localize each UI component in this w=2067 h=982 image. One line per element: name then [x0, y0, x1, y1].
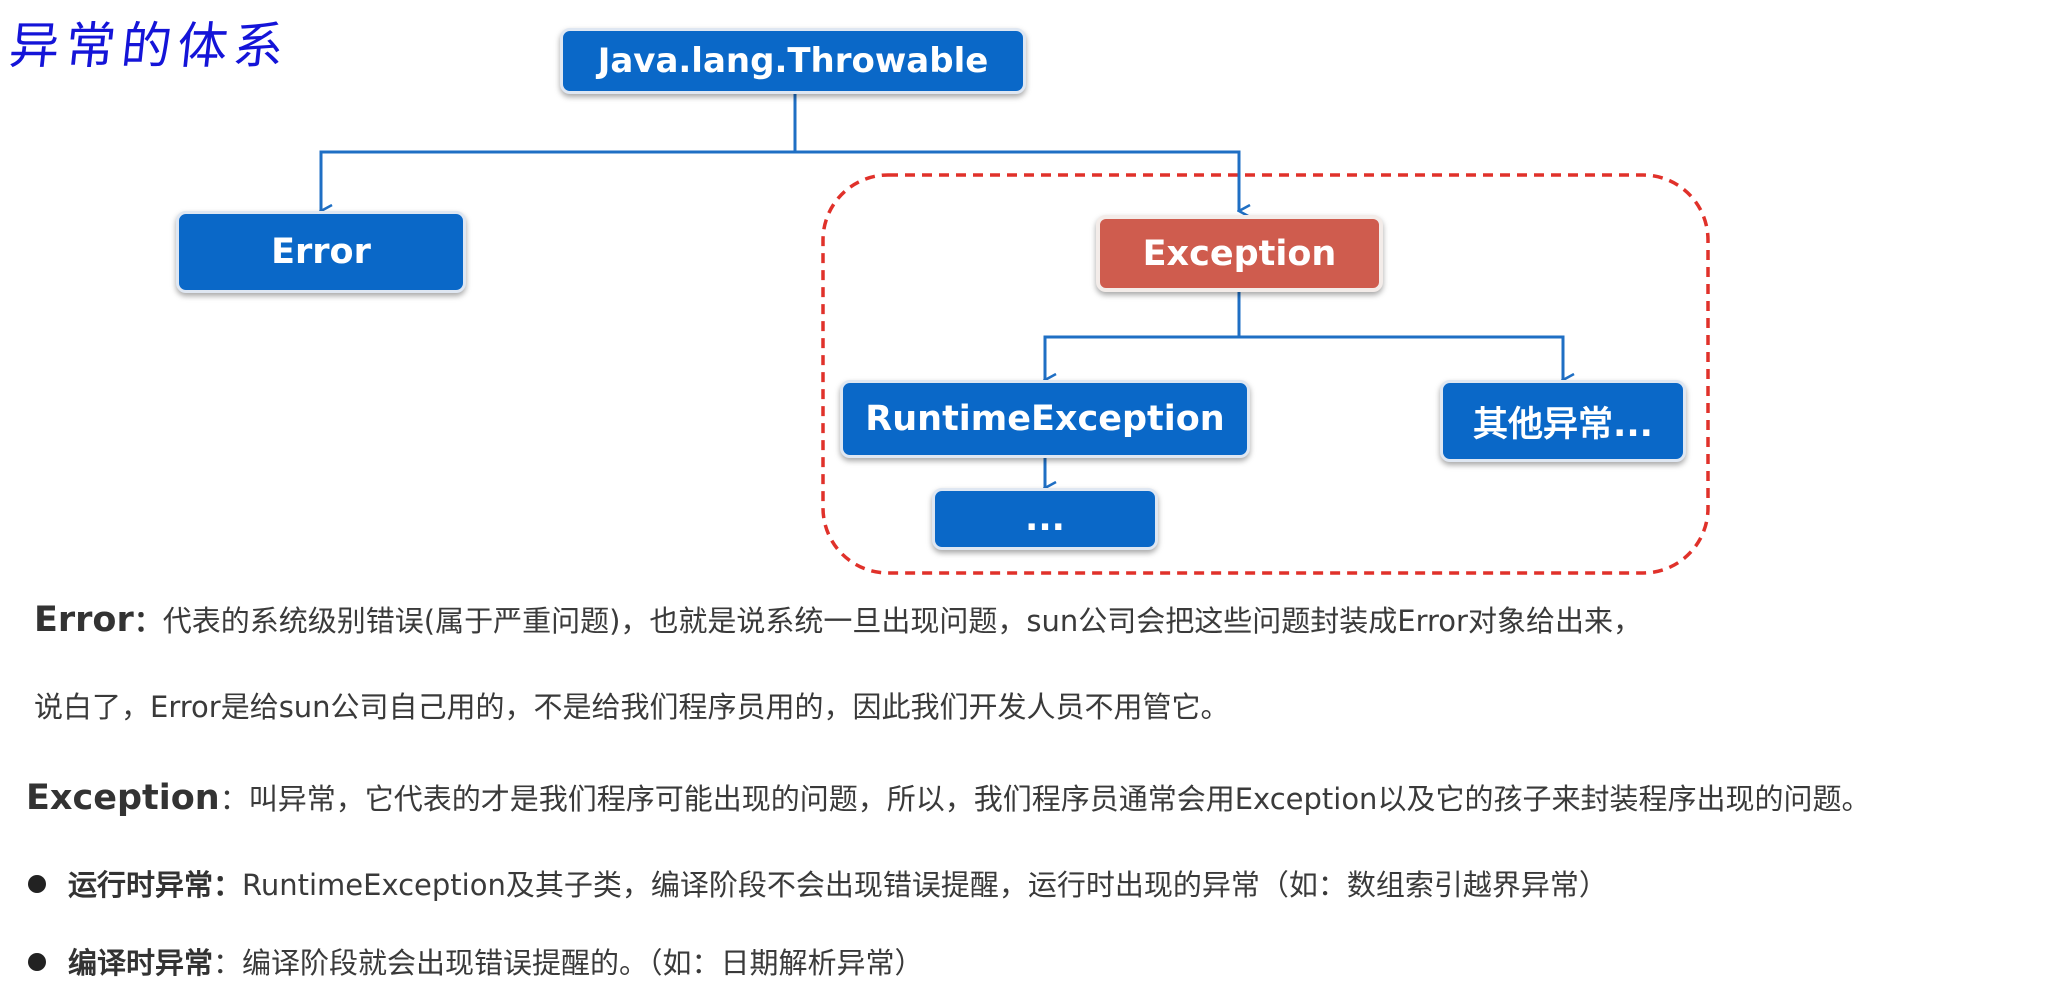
exception-description: Exception：叫异常，它代表的才是我们程序可能出现的问题，所以，我们程序员…	[26, 776, 1870, 818]
error-text-line2: 说白了，Error是给sun公司自己用的，不是给我们程序员用的，因此我们开发人员…	[34, 690, 1230, 724]
error-colon: ：	[133, 604, 163, 638]
node-exception: Exception	[1096, 215, 1383, 292]
bullet-checked-exception: 编译时异常：编译阶段就会出现错误提醒的。（如：日期解析异常）	[28, 940, 924, 982]
connector-exception-to-runtime	[1045, 335, 1239, 380]
node-other-exceptions: 其他异常...	[1440, 380, 1686, 462]
error-description-line2: 说白了，Error是给sun公司自己用的，不是给我们程序员用的，因此我们开发人员…	[34, 684, 1230, 726]
connector-throwable-to-error	[321, 150, 795, 211]
error-text-line1: 代表的系统级别错误(属于严重问题)，也就是说系统一旦出现问题，sun公司会把这些…	[162, 604, 1642, 638]
exception-label: Exception	[26, 778, 220, 818]
connector-throwable-to-exception	[795, 150, 1239, 211]
bullet-runtime-text: RuntimeException及其子类，编译阶段不会出现错误提醒，运行时出现的…	[242, 868, 1608, 902]
node-throwable: Java.lang.Throwable	[560, 28, 1026, 94]
bullet-runtime-label: 运行时异常：	[68, 868, 243, 902]
bullet-checked-text: ：编译阶段就会出现错误提醒的。（如：日期解析异常）	[213, 946, 924, 980]
bullet-checked-label: 编译时异常	[68, 946, 214, 980]
node-error: Error	[176, 211, 466, 293]
error-label: Error	[34, 600, 134, 640]
error-description-line1: Error：代表的系统级别错误(属于严重问题)，也就是说系统一旦出现问题，sun…	[34, 598, 1642, 640]
bullet-dot	[28, 875, 46, 893]
exception-group-dashed-border	[821, 173, 1710, 575]
bullet-dot	[28, 953, 46, 971]
exception-text: ：叫异常，它代表的才是我们程序可能出现的问题，所以，我们程序员通常会用Excep…	[219, 782, 1871, 816]
connector-exception-to-other	[1239, 335, 1563, 380]
bullet-runtime-exception: 运行时异常：RuntimeException及其子类，编译阶段不会出现错误提醒，…	[28, 862, 1608, 904]
node-runtime-exception: RuntimeException	[840, 380, 1250, 458]
node-runtime-children: ...	[932, 488, 1158, 550]
